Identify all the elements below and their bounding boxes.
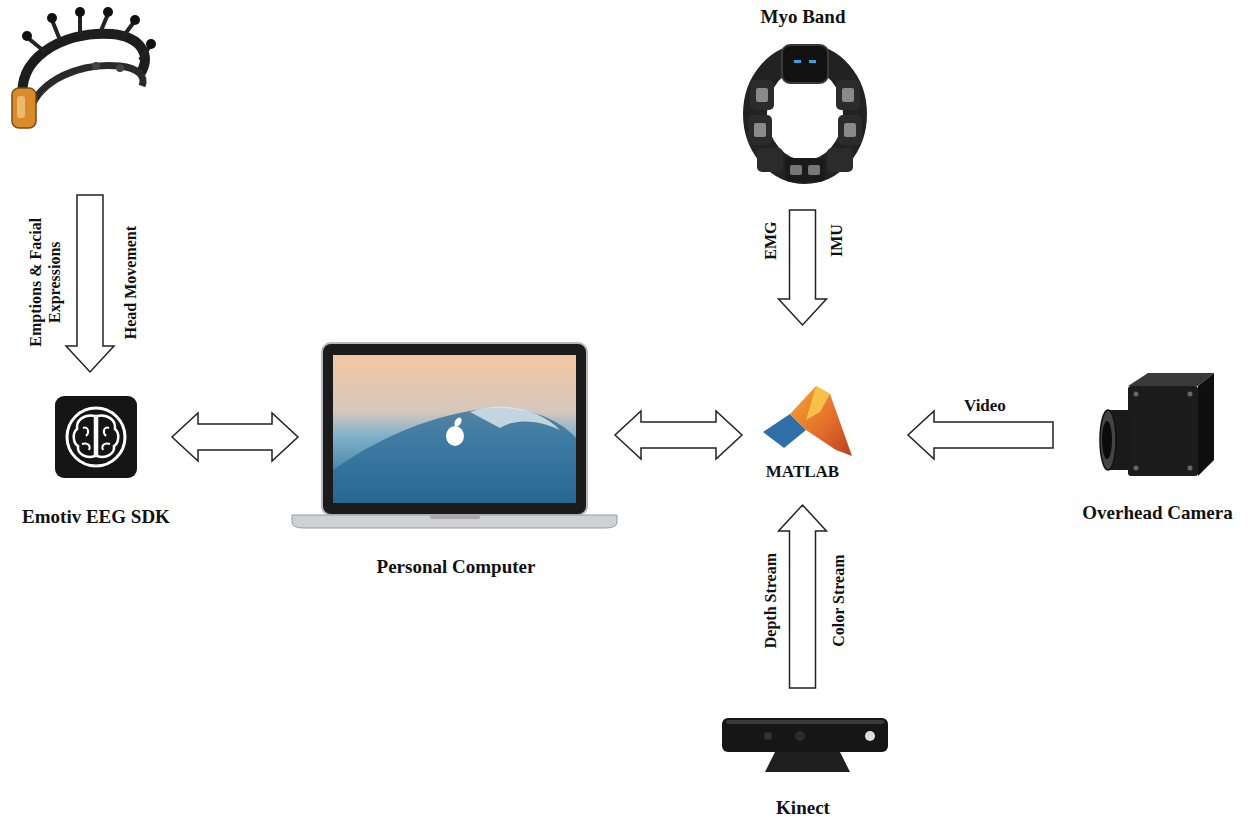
myo-band-part <box>785 158 825 182</box>
edge-label: Video <box>964 396 1006 416</box>
kinect-sensor-part <box>765 752 850 772</box>
eeg-headset-part <box>22 31 32 41</box>
overhead-camera-part <box>1100 410 1116 470</box>
overhead-camera-part <box>1102 421 1112 459</box>
signal-label: Emptions & Facial Expressions <box>26 195 64 370</box>
eeg-headset-part <box>103 7 113 17</box>
overhead-camera-part <box>1128 386 1198 476</box>
emotiv-sdk-icon <box>55 396 137 478</box>
kinect-sensor <box>722 718 888 772</box>
myo-band <box>748 45 862 182</box>
node-label: Myo Band <box>761 6 846 28</box>
laptop-part <box>333 355 576 503</box>
eeg-headset-part <box>75 7 85 17</box>
signal-label: EMG <box>761 221 780 259</box>
myo-band-part <box>782 45 828 83</box>
myo-band-part <box>827 148 853 172</box>
overhead-camera-part <box>1134 466 1139 471</box>
block-arrow <box>172 413 298 461</box>
matlab-logo-part <box>790 386 852 456</box>
myo-band-part <box>757 148 783 172</box>
laptop-part <box>430 515 480 519</box>
signal-label: Head Movement <box>121 225 140 338</box>
laptop <box>292 343 617 528</box>
block-arrow <box>615 411 742 459</box>
device-node: Overhead Camera <box>1100 374 1215 496</box>
signal-label: Depth Stream <box>761 552 780 647</box>
eeg-headset-part <box>47 13 57 23</box>
node-label: Overhead Camera <box>1082 502 1232 524</box>
overhead-camera-part <box>1134 392 1139 397</box>
kinect-sensor-part <box>795 731 805 741</box>
emotiv-sdk-icon-part <box>67 408 125 466</box>
myo-band-part <box>808 165 820 175</box>
laptop-part <box>322 343 587 515</box>
kinect-sensor-part <box>764 732 772 740</box>
myo-band-part <box>809 60 816 63</box>
device-node: Kinect <box>718 712 888 775</box>
signal-label: IMU <box>826 224 845 257</box>
emotiv-sdk-icon-part <box>82 428 110 450</box>
software-node: MATLAB <box>745 378 860 492</box>
signal-arrow <box>66 195 114 372</box>
myo-band-part <box>794 60 801 63</box>
myo-band-part <box>754 123 766 137</box>
myo-band-part <box>838 115 862 145</box>
myo-band-part <box>836 80 860 110</box>
computer-node: Personal Computer <box>300 340 612 530</box>
node-label: MATLAB <box>766 462 839 482</box>
eeg-headset-part <box>116 64 124 72</box>
eeg-headset <box>12 7 156 128</box>
overhead-camera-part <box>1188 392 1193 397</box>
eeg-headset-part <box>146 39 156 49</box>
block-arrow <box>908 411 1053 459</box>
sdk-node: Emotiv EEG SDK <box>55 396 137 478</box>
matlab-logo <box>763 386 852 456</box>
kinect-sensor-part <box>722 718 888 752</box>
laptop-part <box>470 407 560 430</box>
eeg-headset-part <box>130 15 140 25</box>
myo-band-part <box>748 115 772 145</box>
overhead-camera-part <box>1198 373 1214 476</box>
matlab-logo-part <box>806 386 830 420</box>
signal-label: Color Stream <box>829 554 848 646</box>
overhead-camera-part <box>1188 466 1193 471</box>
eeg-headset-part <box>17 96 25 118</box>
myo-band-part <box>790 165 802 175</box>
overhead-camera <box>1100 373 1214 476</box>
eeg-headset-part <box>28 14 150 60</box>
device-node: Myo Band <box>740 40 866 185</box>
node-label: Kinect <box>776 797 830 819</box>
node-label: Emotiv EEG SDK <box>22 506 170 528</box>
myo-band-part <box>844 123 856 137</box>
eeg-headset-part <box>30 65 143 110</box>
node-label: Personal Computer <box>377 556 536 578</box>
myo-band-part <box>842 88 854 102</box>
laptop-part <box>453 416 463 428</box>
kinect-sensor-part <box>865 731 875 741</box>
eeg-headset-part <box>92 62 100 70</box>
block-arrow <box>779 210 827 325</box>
laptop-part <box>446 426 464 446</box>
emotiv-sdk-icon-part <box>97 416 118 457</box>
myo-band-part <box>756 88 768 102</box>
block-arrow <box>779 505 827 688</box>
emotiv-sdk-icon-part <box>74 416 95 457</box>
eeg-headset-part <box>12 88 36 128</box>
emotiv-sdk-icon-part <box>55 396 137 478</box>
myo-band-part <box>750 80 774 110</box>
kinect-sensor-part <box>726 720 884 724</box>
laptop-part <box>292 515 617 528</box>
